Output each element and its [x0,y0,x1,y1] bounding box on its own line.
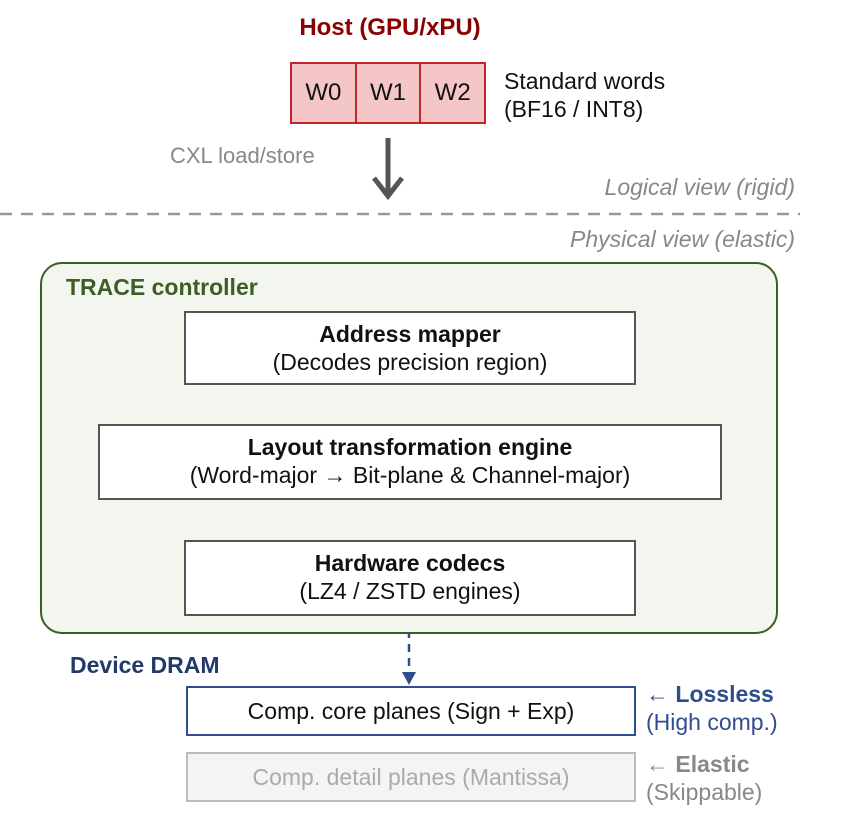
detail-planes-label: Comp. detail planes (Mantissa) [252,763,570,790]
word-w1: W1 [356,62,422,124]
core-planes-label: Comp. core planes (Sign + Exp) [247,697,575,724]
device-dram-title: Device DRAM [70,652,220,678]
trace-controller-title: TRACE controller [66,274,258,300]
elastic-tag: Elastic [675,751,750,777]
hardware-codecs-title: Hardware codecs [314,550,506,576]
lossless-note: (High comp.) [646,709,778,735]
hardware-codecs-block: Hardware codecs (LZ4 / ZSTD engines) [184,540,636,616]
lossless-arrow: ← [646,681,676,707]
detail-planes-box: Comp. detail planes (Mantissa) [186,752,636,802]
word-w0: W0 [290,62,357,124]
word-w2: W2 [421,62,487,124]
standard-words: W0 W1 W2 [290,62,487,124]
hardware-codecs-subtitle: (LZ4 / ZSTD engines) [299,578,521,604]
cxl-label: CXL load/store [170,143,315,168]
words-description: Standard words (BF16 / INT8) [504,67,665,123]
layout-engine-subtitle: (Word-major → Bit-plane & Channel-major) [189,462,631,488]
layout-engine-block: Layout transformation engine (Word-major… [98,424,722,500]
elastic-arrow: ← [646,751,676,777]
elastic-annotation: ← Elastic (Skippable) [646,750,762,806]
address-mapper-title: Address mapper [319,321,501,347]
logical-view-label: Logical view (rigid) [604,174,795,200]
layout-engine-title: Layout transformation engine [247,434,573,460]
address-mapper-block: Address mapper (Decodes precision region… [184,311,636,385]
cxl-arrow [372,138,404,201]
host-title: Host (GPU/xPU) [299,14,481,41]
elastic-note: (Skippable) [646,779,763,805]
words-description-line1: Standard words [504,68,666,94]
core-planes-box: Comp. core planes (Sign + Exp) [186,686,636,736]
codec-to-dram-arrow [402,616,416,685]
address-mapper-subtitle: (Decodes precision region) [272,349,548,375]
lossless-annotation: ← Lossless (High comp.) [646,680,778,736]
lossless-tag: Lossless [675,681,774,707]
words-description-line2: (BF16 / INT8) [504,96,644,122]
physical-view-label: Physical view (elastic) [570,226,795,252]
